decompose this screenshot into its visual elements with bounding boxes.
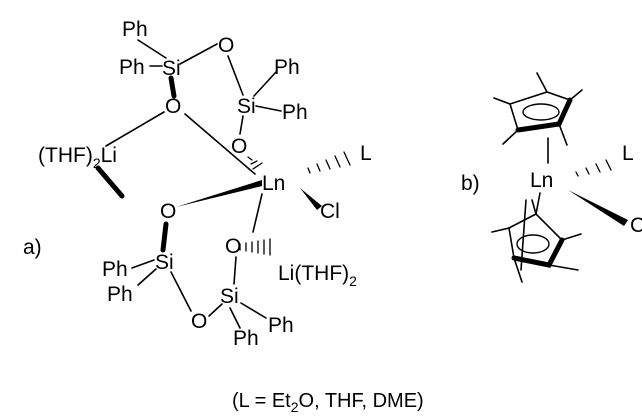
bond — [208, 303, 223, 317]
lithium-thf-label: Li(THF)2 — [278, 262, 357, 289]
bond — [520, 199, 527, 271]
hashed-bond — [307, 167, 311, 174]
hashed-bond — [316, 163, 321, 172]
panel-a-label: a) — [23, 236, 42, 259]
bond — [137, 268, 157, 286]
oxygen-label: O — [165, 95, 181, 118]
methyl-bond — [531, 199, 537, 215]
bond — [179, 43, 218, 65]
hashed-bond — [343, 151, 351, 166]
phenyl-label: Ph — [268, 314, 294, 337]
methyl-bond — [536, 72, 548, 93]
aromatic-ring — [516, 234, 550, 254]
bond — [515, 121, 562, 133]
silicon-label: Si — [155, 251, 174, 274]
wedge-bond — [176, 180, 262, 207]
hashed-bond — [250, 160, 258, 165]
methyl-bond — [502, 129, 519, 145]
lanthanide-label: Ln — [262, 172, 285, 195]
bond — [137, 39, 167, 59]
lanthanide-label: Ln — [530, 169, 553, 192]
silicon-label: Si — [162, 57, 181, 80]
ligand-caption: (L = Et2O, THF, DME) — [232, 390, 424, 415]
methyl-bond — [569, 89, 583, 101]
wedge-bond — [568, 190, 628, 226]
bond — [253, 71, 277, 97]
oxygen-label: O — [225, 235, 241, 258]
lithium-thf-label: (THF)2Li — [38, 144, 117, 171]
methyl-bond — [558, 123, 568, 146]
phenyl-label: Ph — [274, 56, 300, 79]
phenyl-label: Ph — [122, 18, 148, 41]
bond — [168, 75, 177, 99]
methyl-bond — [491, 227, 510, 233]
panel-b-label: b) — [461, 172, 480, 195]
bond — [535, 192, 541, 215]
oxygen-label: O — [191, 310, 207, 333]
hashed-bond — [334, 155, 341, 168]
hashed-bond — [252, 162, 263, 170]
chloride-label: C — [630, 214, 642, 237]
methyl-bond — [548, 264, 579, 271]
bond — [556, 97, 573, 127]
bond — [184, 113, 256, 175]
chloride-label: Cl — [320, 200, 340, 223]
hashed-bond — [585, 167, 590, 175]
phenyl-label: Ph — [102, 258, 128, 281]
bond — [233, 256, 237, 285]
bond — [131, 259, 155, 269]
bond — [105, 111, 165, 147]
phenyl-label: Ph — [282, 101, 308, 124]
hashed-bond — [605, 159, 612, 171]
silicon-label: Si — [220, 285, 239, 308]
oxygen-label: O — [218, 34, 234, 57]
bond — [170, 271, 192, 312]
ligand-l-label: L — [360, 142, 372, 165]
silicon-label: Si — [237, 95, 256, 118]
panel-b-structure: b) Ln L C — [461, 72, 642, 283]
oxygen-label: O — [231, 135, 247, 158]
phenyl-label: Ph — [107, 283, 133, 306]
bond — [160, 221, 169, 253]
hashed-bond — [325, 159, 331, 170]
bond — [255, 105, 282, 112]
bond — [239, 115, 244, 135]
oxygen-label: O — [160, 200, 176, 223]
panel-a-structure: a) Ph Ph Si O Ph Si Ph O O (THF)2Li Ln L… — [23, 18, 372, 350]
bond — [227, 55, 244, 96]
bond — [95, 165, 125, 199]
methyl-bond — [493, 97, 511, 105]
bond — [229, 307, 241, 329]
bond — [240, 302, 267, 319]
phenyl-label: Ph — [119, 56, 145, 79]
bond — [252, 193, 263, 233]
methyl-bond — [561, 233, 582, 241]
aromatic-ring — [522, 103, 560, 121]
phenyl-label: Ph — [233, 327, 259, 350]
hashed-bond — [575, 171, 579, 177]
hashed-bond — [247, 156, 253, 161]
hashed-bond — [595, 163, 601, 173]
wedge-bond — [300, 188, 322, 210]
methyl-bond — [513, 257, 523, 283]
ligand-l-label: L — [622, 142, 634, 165]
